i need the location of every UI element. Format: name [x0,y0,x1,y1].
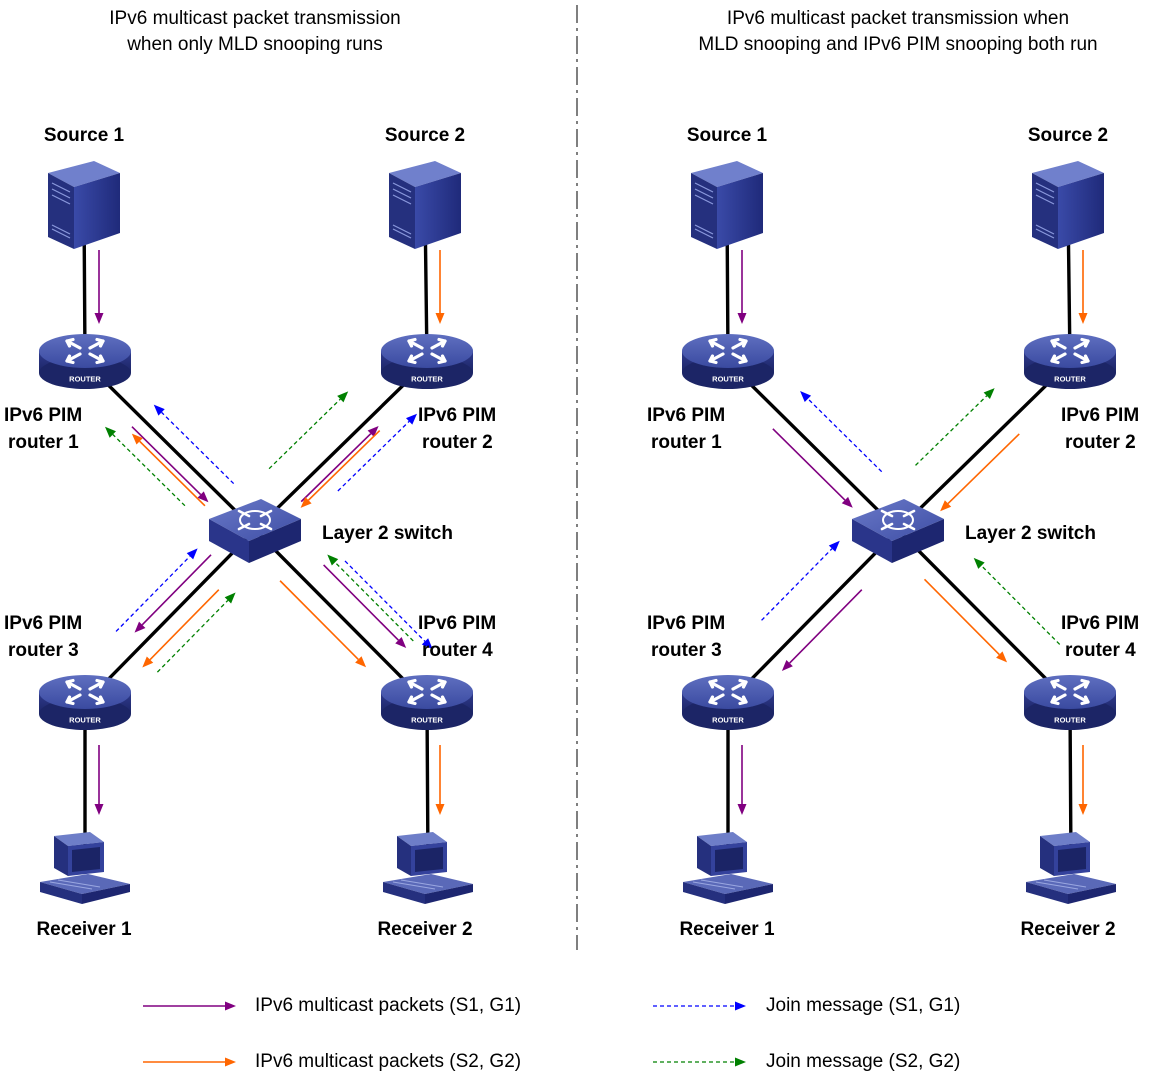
panel-1-router-1-router-icon [39,333,131,391]
panel-1-r2-sw-join-s2g2 [268,391,349,470]
panel-1-switch-label: Layer 2 switch [322,523,453,544]
panel-2-flow-s1g1-source1-router1 [737,250,747,324]
panel-1-title-line2: when only MLD snooping runs [127,34,383,55]
panel-1-receiver-1-label: Receiver 1 [36,919,132,940]
panel-2-source-1-label: Source 1 [686,125,768,146]
panel-2-flow-s2g2-source2-router2 [1078,250,1088,324]
panel-1-router-4-label: IPv6 PIM router 4 [418,613,497,661]
panel-2-r2-sw-join-s2g2 [915,388,995,466]
traffic-flows [94,250,1088,815]
panel-1-router-3-router-icon [39,674,131,732]
panel-1-flow-s2g2-source2-router2 [435,250,445,324]
panel-1-r1-sw-join-s1g1 [153,404,235,485]
panel-1-receiver-1-pc-icon [40,832,130,904]
panel-1-source-2-label: Source 2 [384,125,466,146]
panel-1-r4-sw-join-s2g2 [327,554,414,642]
panel-2-r4-sw-join-s2g2 [973,557,1061,645]
panel-1-r4-sw-join-s1g1 [344,560,433,650]
panel-1-r2-sw-packets-s2g2 [300,429,381,508]
panel-1-switch-switch-icon [209,497,301,563]
legend-marker-packets-s1g1 [143,1001,236,1011]
panel-2-title-line2: MLD snooping and IPv6 PIM snooping both … [698,34,1098,55]
panel-1-r4-sw-packets-s1g1 [323,564,407,649]
legend-marker-join-s2g2 [653,1057,746,1067]
panel-2-r3-sw-packets-s1g1 [781,589,863,671]
panel-1-router-1-label: IPv6 PIM router 1 [4,405,83,453]
panel-2-router-4-label: IPv6 PIM router 4 [1061,613,1140,661]
panel-1-r3-sw-join-s2g2 [156,592,236,673]
legend-marker-join-s1g1 [653,1001,746,1011]
panel-1-flow-s1g1-router3-receiver1 [94,745,104,815]
panel-1-router-2-router-icon [381,333,473,391]
panel-2-router-4-router-icon [1024,674,1116,732]
panel-1-source-1-server-icon [48,161,120,249]
panel-1-r2-sw-join-s1g1 [337,413,418,492]
legend-markers [143,1001,746,1067]
panel-2-receiver-2-label: Receiver 2 [1020,919,1116,940]
panel-2-r2-sw-packets-s2g2 [940,433,1020,512]
panel-1-router-4-router-icon [381,674,473,732]
panel-1-link-router-3-to-switch [83,528,257,705]
panel-2-router-1-router-icon [682,333,774,391]
panel-2-receiver-2-pc-icon [1026,832,1116,904]
legend-join-s1g1: Join message (S1, G1) [766,995,961,1016]
panel-2-router-2-label: IPv6 PIM router 2 [1061,405,1140,453]
panel-2-title-line1: IPv6 multicast packet transmission when [726,8,1070,29]
legend-marker-packets-s2g2 [143,1057,236,1067]
panel-1-link-router-2-to-switch [253,360,429,532]
panel-2-link-router-4-to-switch [896,528,1072,705]
panel-2-r3-sw-join-s1g1 [761,540,840,621]
panel-2-r1-sw-packets-s1g1 [772,428,853,508]
panel-2-receiver-1-label: Receiver 1 [679,919,775,940]
panel-2-receiver-1-pc-icon [683,832,773,904]
panel-1-r3-sw-packets-s1g1 [134,554,212,633]
panel-1-router-3-label: IPv6 PIM router 3 [4,613,83,661]
panel-2-link-router-2-to-switch [896,360,1072,532]
panel-2-flow-s2g2-router4-receiver2 [1078,745,1088,815]
panel-1-router-2-label: IPv6 PIM router 2 [418,405,497,453]
panel-2-switch-label: Layer 2 switch [965,523,1096,544]
panel-2-link-router-1-to-switch [726,360,900,532]
legend-join-s2g2: Join message (S2, G2) [766,1051,961,1072]
panel-1-receiver-2-label: Receiver 2 [377,919,473,940]
panel-2-r4-sw-packets-s2g2 [923,578,1008,663]
panel-1-r1-sw-join-s2g2 [105,426,186,507]
panel-2-router-1-label: IPv6 PIM router 1 [647,405,726,453]
panel-2-r1-sw-join-s1g1 [800,391,883,473]
panel-1-source-2-server-icon [389,161,461,249]
panel-1-flow-s1g1-source1-router1 [94,250,104,324]
legend-packets-s2g2: IPv6 multicast packets (S2, G2) [255,1051,522,1072]
panel-2-flow-s1g1-router3-receiver1 [737,745,747,815]
panel-1-r3-sw-join-s1g1 [115,548,198,632]
panel-2-source-2-server-icon [1032,161,1104,249]
panel-2-title: IPv6 multicast packet transmission when … [698,6,1097,58]
panel-1-title: IPv6 multicast packet transmission when … [109,6,400,58]
panel-2-link-router-3-to-switch [726,528,900,705]
panel-1-link-router-1-to-switch [83,360,257,532]
panel-1-link-router-4-to-switch [253,528,429,705]
panel-2-router-3-label: IPv6 PIM router 3 [647,613,726,661]
legend-packets-s1g1: IPv6 multicast packets (S1, G1) [255,995,522,1016]
panel-2-source-1-server-icon [691,161,763,249]
panel-1-flow-s2g2-router4-receiver2 [435,745,445,815]
panel-1-receiver-2-pc-icon [383,832,473,904]
panel-1-r3-sw-packets-s2g2 [142,589,220,668]
panel-2-router-2-router-icon [1024,333,1116,391]
panel-1-title-line1: IPv6 multicast packet transmission [109,8,401,29]
panel-1-r1-sw-packets-s1g1 [131,426,209,503]
panel-2-switch-switch-icon [852,497,944,563]
panel-1-r1-sw-packets-s2g2 [131,433,206,507]
panel-1-source-1-label: Source 1 [43,125,125,146]
panel-1-r4-sw-packets-s2g2 [279,580,367,668]
panel-2-router-3-router-icon [682,674,774,732]
panel-2-source-2-label: Source 2 [1027,125,1109,146]
panel-1-r2-sw-packets-s1g1 [300,426,379,503]
